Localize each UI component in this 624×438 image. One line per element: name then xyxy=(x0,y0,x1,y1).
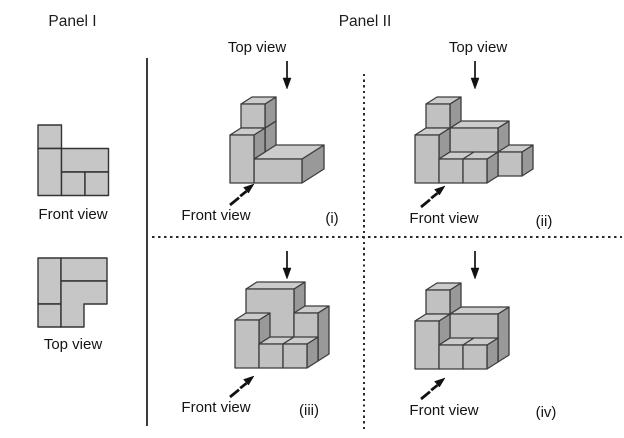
option-i-label: (i) xyxy=(325,210,339,227)
top-view-2d-label: Top view xyxy=(43,336,103,353)
option-ii-front-view-label: Front view xyxy=(409,210,479,227)
option-i-front-view-label: Front view xyxy=(181,207,251,224)
solid-i-figure xyxy=(229,96,325,184)
top-view-arrow-icon xyxy=(282,251,292,280)
top-view-arrow-icon xyxy=(470,61,480,90)
quadrant-divider-vertical-dotted xyxy=(363,74,365,430)
solid-iv-figure xyxy=(414,282,510,370)
front-view-arrow-icon xyxy=(229,375,255,399)
top-view-2d-shape xyxy=(37,257,108,328)
option-ii-label: (ii) xyxy=(535,213,553,230)
front-view-arrow-icon xyxy=(420,377,446,401)
option-iii-label: (iii) xyxy=(299,402,319,419)
front-view-arrow-icon xyxy=(420,185,446,209)
panel-divider-line xyxy=(146,58,148,426)
front-view-2d-shape xyxy=(37,124,110,197)
option-i-top-view-label: Top view xyxy=(227,39,287,56)
front-view-2d-label: Front view xyxy=(38,206,108,223)
panel1-title: Panel I xyxy=(48,13,97,30)
option-iv-front-view-label: Front view xyxy=(409,402,479,419)
panel2-title: Panel II xyxy=(338,13,392,30)
top-view-arrow-icon xyxy=(470,251,480,280)
option-ii-top-view-label: Top view xyxy=(448,39,508,56)
solid-ii-figure xyxy=(414,96,534,184)
solid-iii-figure xyxy=(234,281,330,369)
option-iv-label: (iv) xyxy=(535,404,557,421)
top-view-arrow-icon xyxy=(282,61,292,90)
quadrant-divider-horizontal-dotted xyxy=(152,236,622,238)
option-iii-front-view-label: Front view xyxy=(181,399,251,416)
front-view-arrow-icon xyxy=(229,183,255,207)
